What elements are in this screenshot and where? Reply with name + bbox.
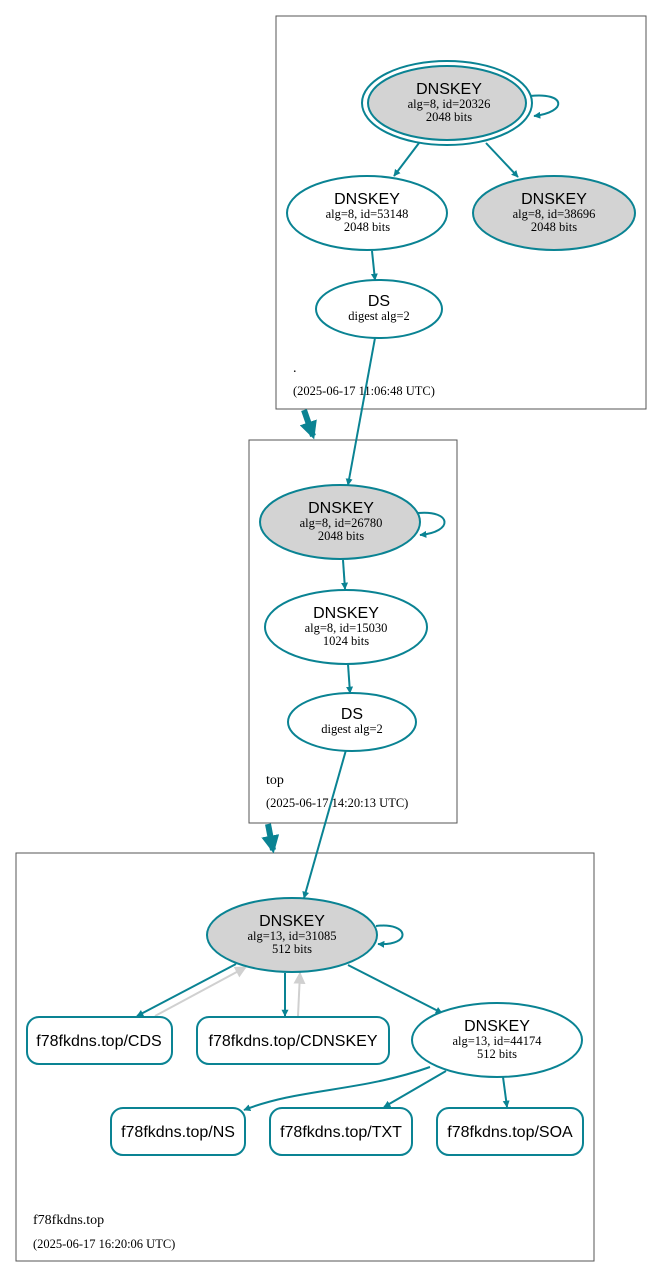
rrset-node-txt: f78fkdns.top/TXT (269, 1107, 413, 1156)
dnskey-node-root-ksk: DNSKEY alg=8, id=20326 2048 bits (361, 60, 533, 146)
dnskey-node-root-38696: DNSKEY alg=8, id=38696 2048 bits (472, 175, 636, 251)
zone-box-top (248, 439, 458, 824)
edge-domain-zsk-txt (383, 1070, 447, 1108)
node-title: DNSKEY (416, 81, 482, 98)
node-title: DNSKEY (313, 605, 379, 622)
rrset-node-cds: f78fkdns.top/CDS (26, 1016, 173, 1065)
ds-node-top: DS digest alg=2 (287, 692, 417, 752)
dnskey-node-domain-ksk: DNSKEY alg=13, id=31085 512 bits (206, 897, 378, 973)
dnskey-node-top-ksk: DNSKEY alg=8, id=26780 2048 bits (259, 484, 421, 560)
zone-timestamp-top: (2025-06-17 14:20:13 UTC) (266, 796, 408, 810)
dnskey-node-top-zsk: DNSKEY alg=8, id=15030 1024 bits (264, 589, 428, 665)
edge-domain-ksk-self (375, 924, 404, 948)
edge-domain-zsk-soa (502, 1076, 510, 1108)
edge-root-ksk-k3 (485, 142, 519, 178)
node-detail: alg=8, id=20326 (408, 97, 491, 111)
edge-top-zsk-ds (346, 663, 354, 694)
edge-top-ksk-self (417, 511, 446, 538)
edge-domain-zsk-ns (243, 1066, 431, 1111)
zone-name-domain: f78fkdns.top (33, 1213, 104, 1228)
node-title: DNSKEY (521, 191, 587, 208)
zone-name-top: top (266, 773, 284, 788)
rrset-label: f78fkdns.top/CDNSKEY (209, 1033, 378, 1050)
edge-cds-ksk-grey (154, 966, 248, 1017)
dnskey-node-domain-zsk: DNSKEY alg=13, id=44174 512 bits (411, 1002, 583, 1078)
node-detail: alg=8, id=26780 (300, 516, 383, 530)
zone-box-root (275, 15, 647, 410)
rrset-label: f78fkdns.top/TXT (280, 1124, 402, 1141)
node-detail: alg=8, id=15030 (305, 621, 388, 635)
edge-root-ds-top-ksk (345, 337, 376, 486)
node-detail: digest alg=2 (321, 722, 383, 736)
zone-box-domain (15, 852, 595, 1262)
node-title: DS (368, 293, 390, 310)
node-title: DS (341, 706, 363, 723)
node-detail: digest alg=2 (348, 309, 410, 323)
node-bits: 512 bits (272, 942, 312, 956)
edge-top-ksk-zsk (341, 559, 349, 590)
delegation-arrow-top-domain (261, 823, 280, 854)
node-bits: 2048 bits (318, 529, 364, 543)
node-title: DNSKEY (334, 191, 400, 208)
node-bits: 512 bits (477, 1047, 517, 1061)
node-bits: 2048 bits (344, 220, 390, 234)
rrset-label: f78fkdns.top/SOA (447, 1124, 573, 1141)
node-title: DNSKEY (464, 1018, 530, 1035)
node-bits: 2048 bits (531, 220, 577, 234)
node-detail: alg=8, id=38696 (513, 207, 596, 221)
edge-domain-ksk-cds (136, 963, 237, 1017)
rrset-label: f78fkdns.top/NS (121, 1124, 235, 1141)
edge-root-zsk-ds (370, 250, 378, 281)
edge-top-ds-domain-ksk (302, 749, 347, 899)
delegation-arrow-root-top (299, 409, 317, 440)
zone-name-root: . (293, 361, 297, 376)
node-title: DNSKEY (308, 500, 374, 517)
dnskey-node-root-zsk: DNSKEY alg=8, id=53148 2048 bits (286, 175, 448, 251)
rrset-node-ns: f78fkdns.top/NS (110, 1107, 246, 1156)
zone-timestamp-domain: (2025-06-17 16:20:06 UTC) (33, 1237, 175, 1251)
node-detail: alg=8, id=53148 (326, 207, 409, 221)
zone-timestamp-root: (2025-06-17 11:06:48 UTC) (293, 384, 435, 398)
node-bits: 2048 bits (426, 110, 472, 124)
rrset-node-soa: f78fkdns.top/SOA (436, 1107, 584, 1156)
ds-node-root: DS digest alg=2 (315, 279, 443, 339)
node-detail: alg=13, id=31085 (247, 929, 336, 943)
edge-domain-ksk-zsk (347, 964, 443, 1014)
node-detail: alg=13, id=44174 (452, 1034, 542, 1048)
edge-cdnskey-ksk-grey (293, 971, 306, 1017)
rrset-node-cdnskey: f78fkdns.top/CDNSKEY (196, 1016, 390, 1065)
rrset-label: f78fkdns.top/CDS (36, 1033, 161, 1050)
edge-root-ksk-self (529, 94, 560, 119)
edge-root-ksk-zsk (393, 142, 420, 177)
node-bits: 1024 bits (323, 634, 369, 648)
node-title: DNSKEY (259, 913, 325, 930)
